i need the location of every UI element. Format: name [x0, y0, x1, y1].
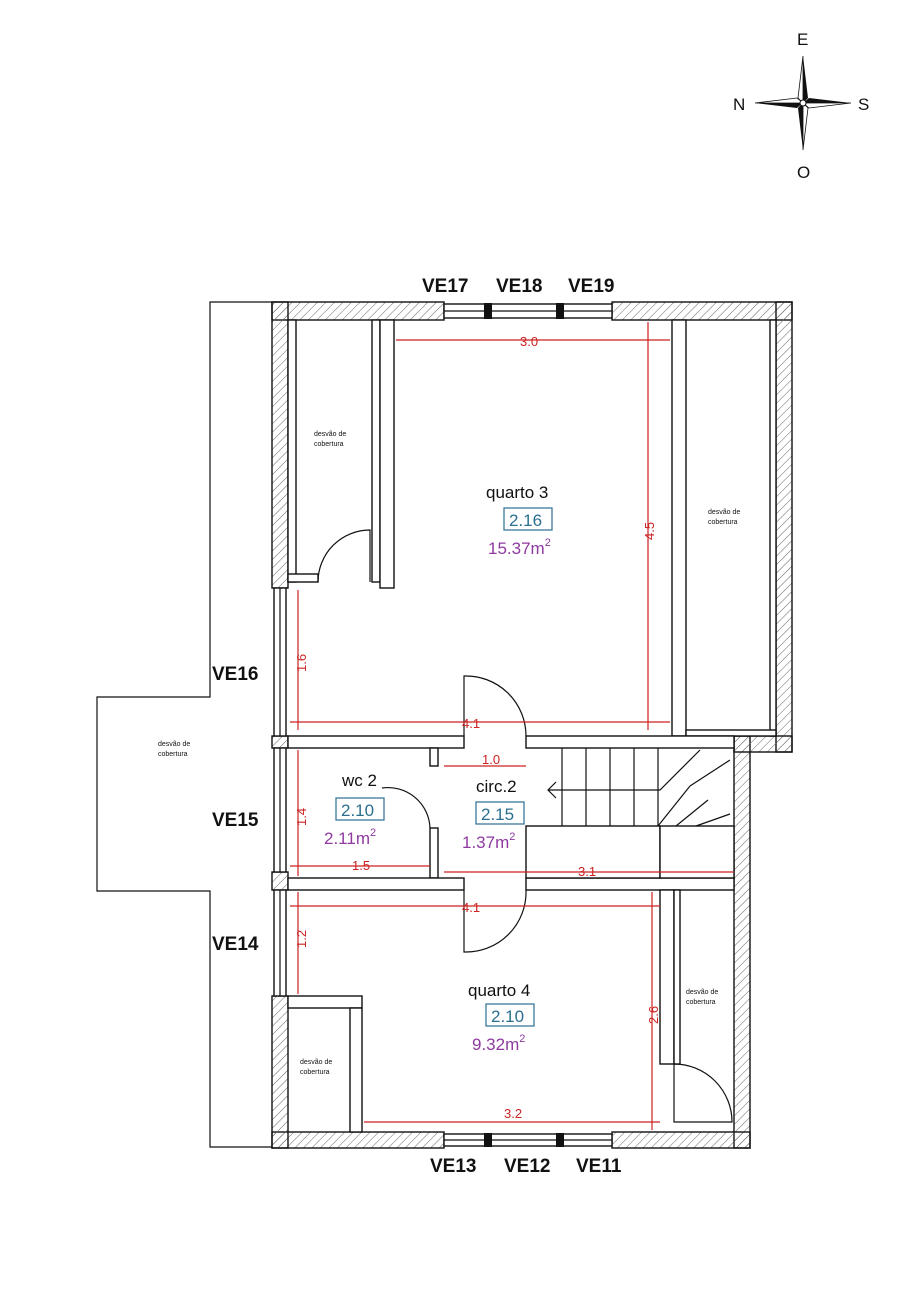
- dimension-lines: [290, 322, 734, 1130]
- dim-q4-depth: 2.6: [646, 1006, 661, 1024]
- attic-label: desvão de: [300, 1059, 332, 1066]
- window-label-ve17: VE17: [422, 276, 468, 297]
- room-circ-2: circ.2 2.15 1.37m2: [462, 777, 525, 852]
- attic-label: cobertura: [708, 519, 738, 526]
- attic-label: desvão de: [158, 741, 190, 748]
- window-label-ve14: VE14: [212, 934, 259, 955]
- attic-label: cobertura: [686, 999, 716, 1006]
- attic-label: cobertura: [300, 1069, 330, 1076]
- room-wc-2: wc 2 2.10 2.11m2: [324, 771, 385, 848]
- dim-left-lower: 1.2: [294, 930, 309, 948]
- interior-walls: [287, 319, 777, 1133]
- attic-label: desvão de: [686, 989, 718, 996]
- room-area: 9.32m2: [472, 1033, 525, 1054]
- window-label-ve16: VE16: [212, 664, 258, 685]
- room-quarto-4: quarto 4 2.10 9.32m2: [468, 981, 535, 1054]
- room-area: 1.37m2: [462, 831, 515, 852]
- room-quarto-3: quarto 3 2.16 15.37m2: [486, 483, 553, 558]
- compass-north-label: N: [733, 95, 745, 114]
- dim-q4-width: 3.2: [504, 1106, 522, 1121]
- dim-q3-depth: 4.5: [642, 522, 657, 540]
- attic-label: desvão de: [314, 431, 346, 438]
- dim-left-upper: 1.6: [294, 654, 309, 672]
- window-label-ve15: VE15: [212, 810, 259, 831]
- window-label-ve11: VE11: [576, 1156, 622, 1177]
- room-name: wc 2: [341, 771, 377, 790]
- window-label-ve19: VE19: [568, 276, 614, 297]
- windows: [273, 303, 613, 1147]
- room-height: 2.16: [509, 511, 542, 530]
- attic-label: cobertura: [158, 751, 188, 758]
- attic-label: cobertura: [314, 441, 344, 448]
- outer-walls: [271, 301, 793, 1149]
- staircase: [547, 748, 731, 827]
- dim-q3-full-width: 4.1: [462, 716, 480, 731]
- dim-stair-width: 3.1: [578, 864, 596, 879]
- dim-circ-width: 1.0: [482, 752, 500, 767]
- dim-q4-full-width: 4.1: [462, 900, 480, 915]
- room-height: 2.15: [481, 805, 514, 824]
- window-label-ve18: VE18: [496, 276, 542, 297]
- room-name: quarto 3: [486, 483, 548, 502]
- compass-rose: E O N S: [733, 30, 869, 182]
- dimension-labels: 3.0 4.5 1.6 4.1 1.0 1.4 1.5 3.1 4.1 1.2 …: [294, 334, 661, 1121]
- room-height: 2.10: [491, 1007, 524, 1026]
- room-name: quarto 4: [468, 981, 530, 1000]
- doors: [317, 529, 733, 1123]
- dim-q3-width: 3.0: [520, 334, 538, 349]
- compass-south-label: S: [858, 95, 869, 114]
- window-label-ve13: VE13: [430, 1156, 476, 1177]
- compass-east-label: E: [797, 30, 808, 49]
- room-height: 2.10: [341, 801, 374, 820]
- dim-wc-depth: 1.4: [294, 808, 309, 826]
- roof-outline: [96, 301, 272, 1148]
- attic-label: desvão de: [708, 509, 740, 516]
- room-name: circ.2: [476, 777, 517, 796]
- dim-wc-width: 1.5: [352, 858, 370, 873]
- window-label-ve12: VE12: [504, 1156, 550, 1177]
- compass-west-label: O: [797, 163, 810, 182]
- attic-labels: desvão de cobertura desvão de cobertura …: [158, 431, 740, 1076]
- room-area: 15.37m2: [488, 537, 551, 558]
- window-labels: VE17 VE18 VE19 VE13 VE12 VE11 VE16 VE15 …: [212, 276, 622, 1177]
- room-area: 2.11m2: [324, 827, 376, 848]
